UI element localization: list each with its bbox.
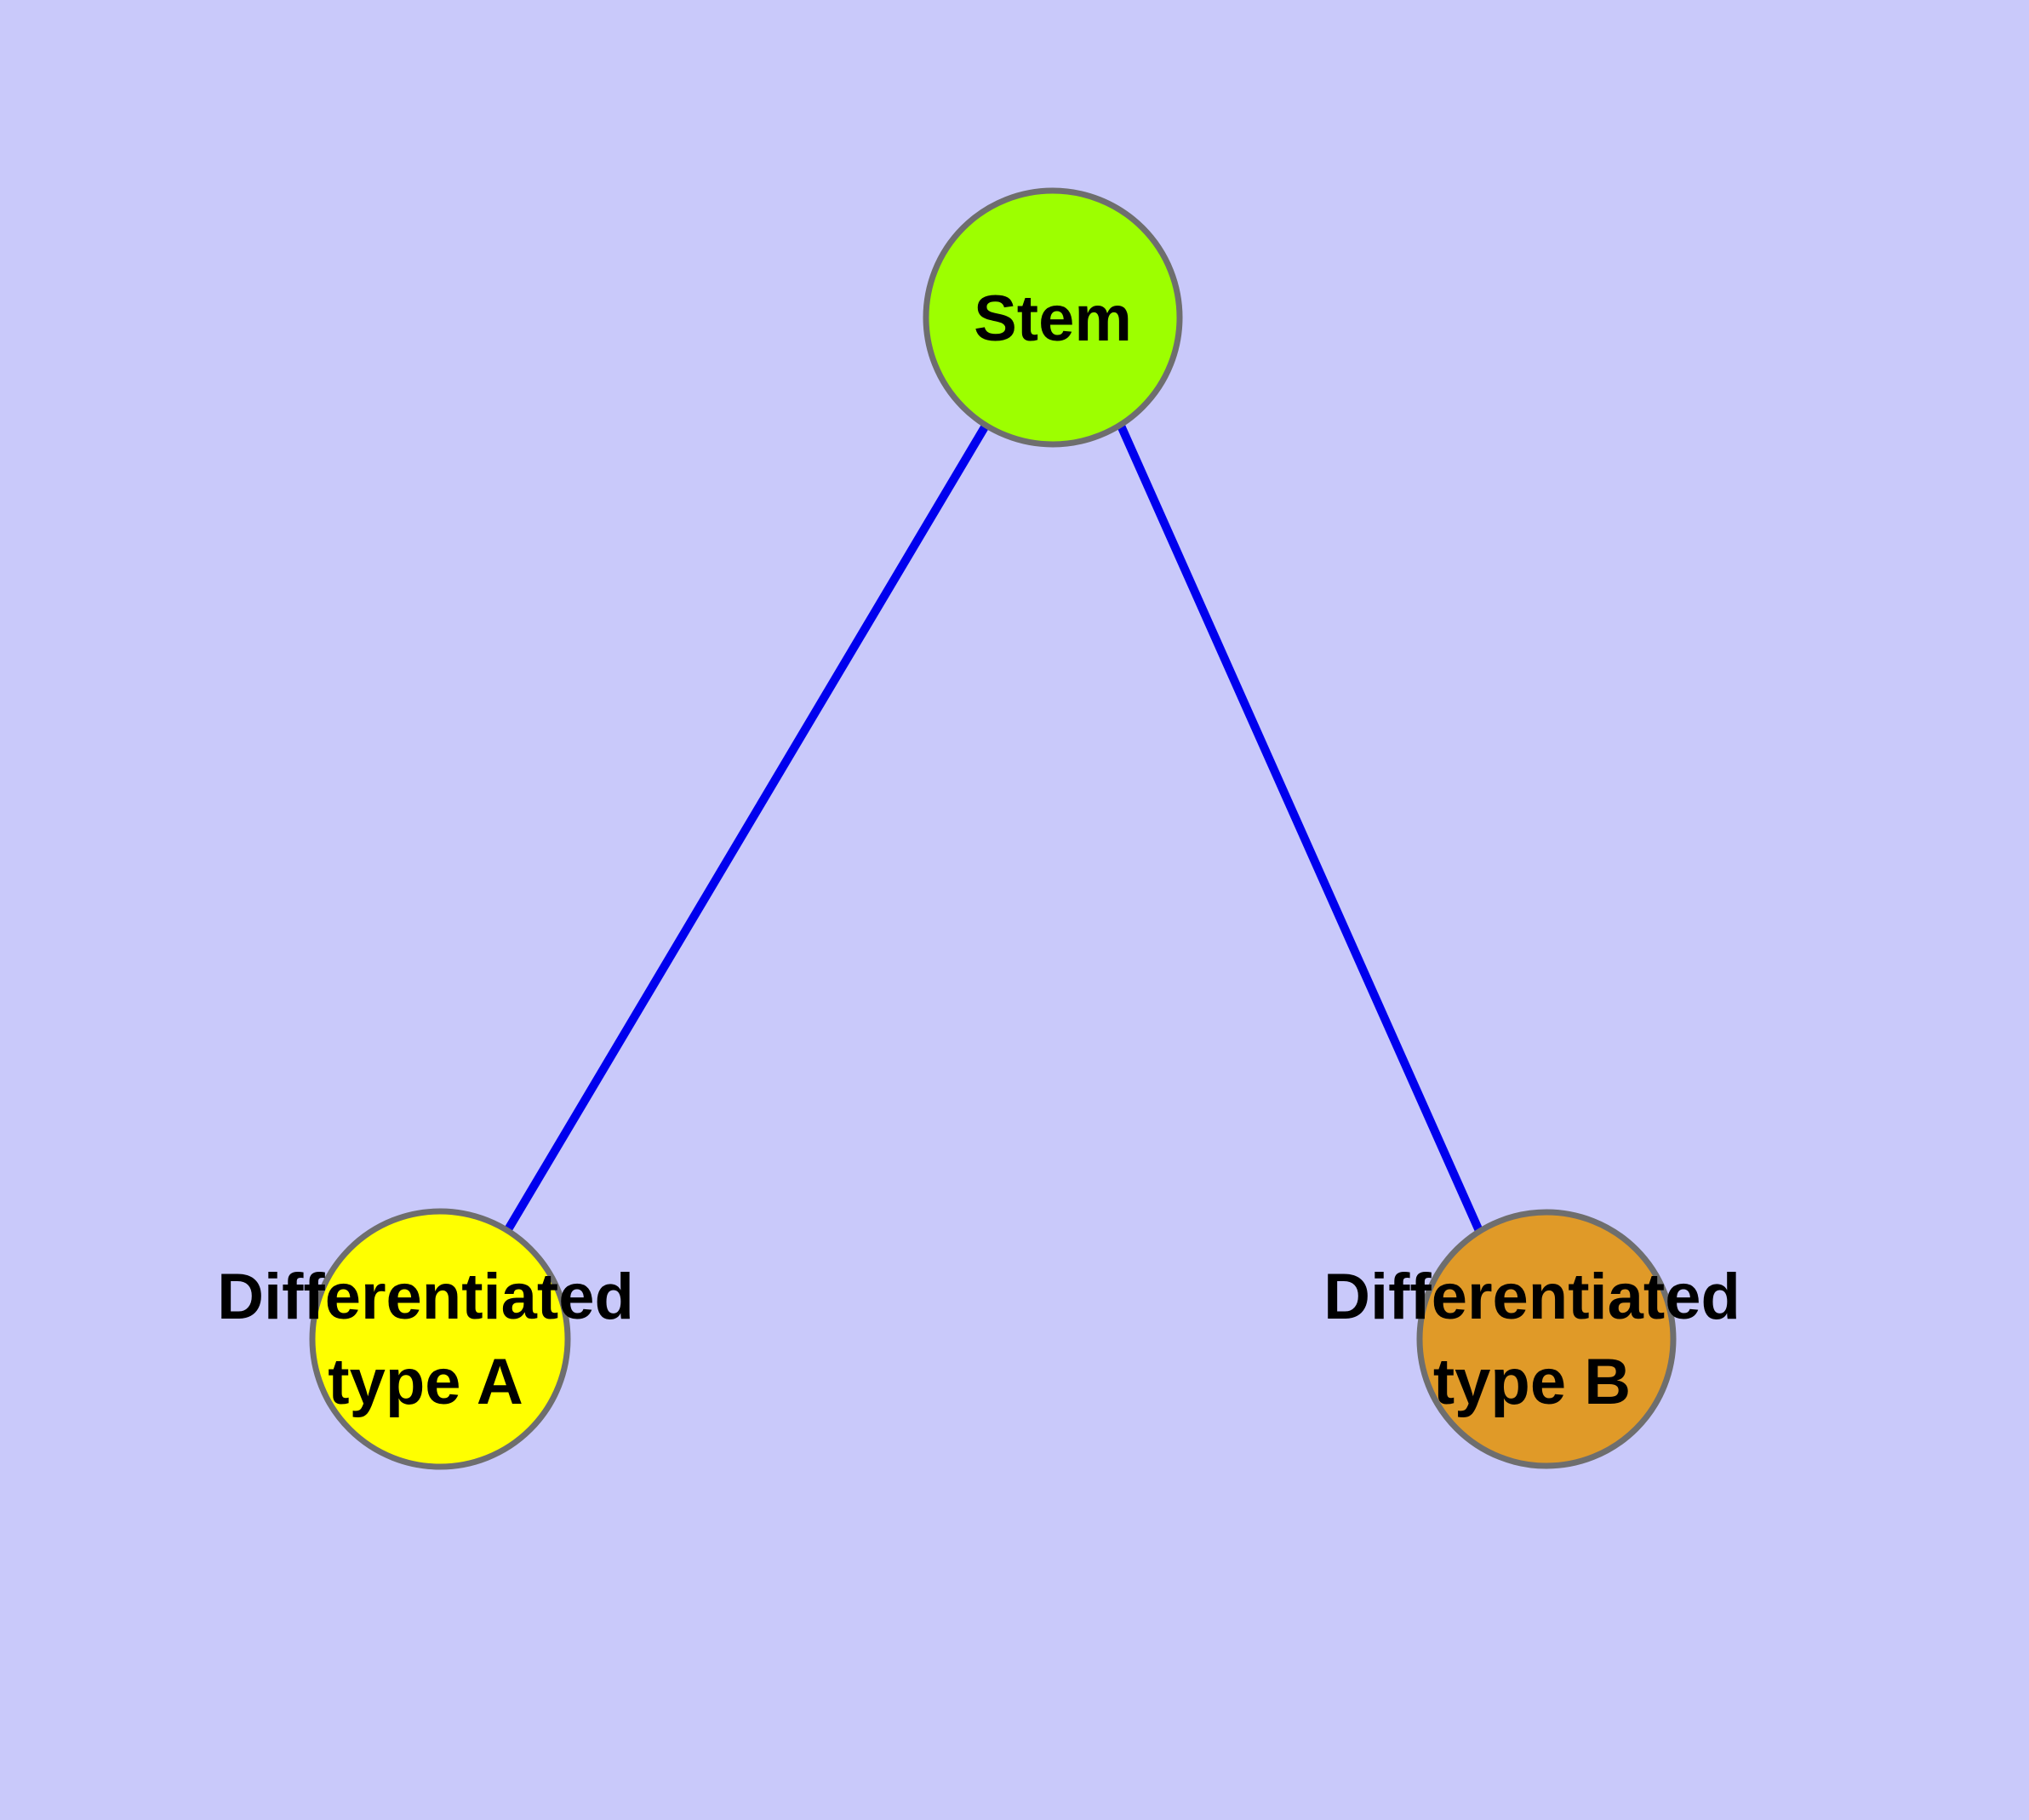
node-label-diff_a: Differentiated type A — [217, 1261, 634, 1418]
graph-node-diff_a[interactable] — [309, 1208, 571, 1470]
node-label-diff_b: Differentiated type B — [1323, 1261, 1740, 1418]
graph-node-stem[interactable] — [923, 187, 1183, 448]
graph-edge-stem-to-diff-a[interactable] — [503, 423, 990, 1233]
node-label-line: type A — [328, 1346, 523, 1418]
graph-edge-stem-to-diff-b[interactable] — [1117, 423, 1483, 1233]
node-label-stem: Stem — [974, 283, 1132, 355]
node-label-line: type B — [1433, 1346, 1631, 1418]
node-label-line: Differentiated — [1323, 1261, 1740, 1333]
node-label-line: Differentiated — [217, 1261, 634, 1333]
graph-node-diff_b[interactable] — [1416, 1209, 1677, 1469]
node-label-line: Stem — [974, 283, 1132, 355]
edges-layer — [503, 423, 1483, 1233]
nodes-layer — [309, 187, 1677, 1470]
